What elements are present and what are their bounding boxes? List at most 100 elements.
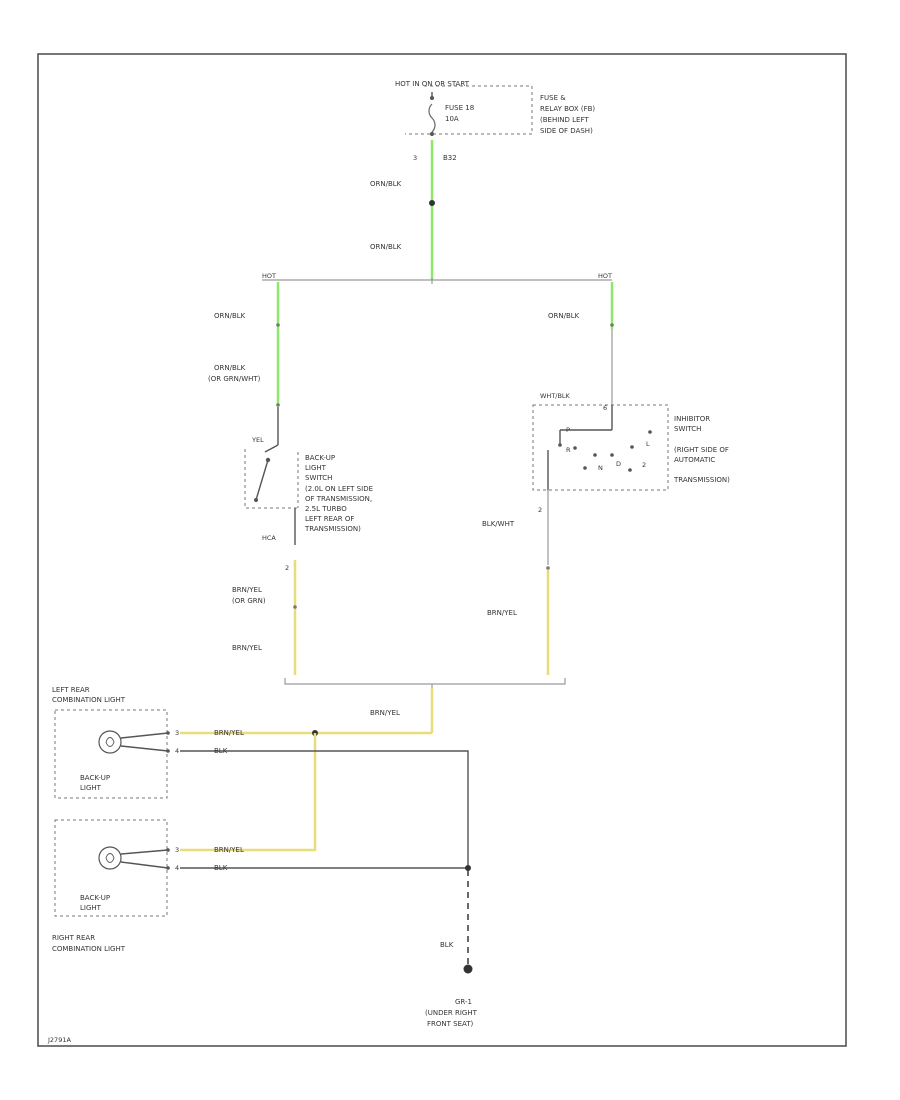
wire-label-brn-yel-left-lamp: BRN/YEL [214, 729, 244, 737]
right-bulb-lead-1 [120, 849, 169, 855]
switch-term-top-label: YEL [251, 436, 264, 444]
left-lamp-name-1: BACK-UP [80, 774, 110, 782]
fuse-box-label-1: FUSE & [540, 94, 566, 102]
inhibitor-pin-top-label: 6 [603, 404, 607, 412]
wire-label-blk-right: BLK [214, 864, 228, 872]
wire-label-blk-ground: BLK [440, 941, 454, 949]
backup-switch-label-6: 2.5L TURBO [305, 505, 347, 513]
wire-label-orn-blk-2: ORN/BLK [370, 243, 402, 251]
left-term-2 [166, 749, 170, 753]
left-bulb-lead-2 [120, 745, 169, 752]
wire-label-brn-yel-left-1: BRN/YEL [232, 586, 262, 594]
inhibitor-label-4: AUTOMATIC [674, 456, 715, 464]
backup-switch-label-4: (2.0L ON LEFT SIDE [305, 485, 373, 493]
figure-id-label: J2791A [47, 1036, 71, 1044]
inhibitor-label-2: SWITCH [674, 425, 701, 433]
right-term-2 [166, 866, 170, 870]
fuse-box-label-3: (BEHIND LEFT [540, 116, 589, 124]
connector-b32-label: B32 [443, 154, 457, 162]
ground-location-1: (UNDER RIGHT [425, 1009, 478, 1017]
left-bulb-lead-1 [120, 732, 169, 739]
ground-gr1-icon [463, 964, 473, 974]
diagram-frame [37, 53, 847, 1047]
splice-pin-label: 3 [413, 154, 417, 162]
right-rear-lamp-housing [54, 819, 168, 917]
connector-pin-right-1 [610, 323, 614, 327]
fuse-box-outline [405, 85, 533, 135]
right-pin-2: 4 [175, 864, 179, 872]
wire-label-brn-yel-left-2: BRN/YEL [232, 644, 262, 652]
wire-label-orn-blk-left-1: ORN/BLK [214, 312, 246, 320]
inhibitor-label-3: (RIGHT SIDE OF [674, 446, 729, 454]
inhibitor-pos-2: 2 [642, 461, 646, 469]
right-rear-title-1: RIGHT REAR [52, 934, 95, 942]
wire-label-blk-wht: BLK/WHT [482, 520, 515, 528]
fuse-terminal-bottom [430, 132, 434, 136]
hot-left-label: HOT [262, 272, 276, 280]
left-rear-title-1: LEFT REAR [52, 686, 90, 694]
inhibitor-pos-r: R [566, 446, 571, 454]
wire-label-blk-left: BLK [214, 747, 228, 755]
inhibitor-label-1: INHIBITOR [674, 415, 710, 423]
backup-switch-label-2: LIGHT [305, 464, 327, 472]
right-lamp-name-2: LIGHT [80, 904, 102, 912]
fuse-box-label-2: RELAY BOX (FB) [540, 105, 595, 113]
hot-right-label: HOT [598, 272, 612, 280]
right-bulb-lead-2 [120, 861, 169, 869]
left-pin-2: 4 [175, 747, 179, 755]
backup-light-switch [244, 407, 299, 509]
ground-id-label: GR-1 [455, 998, 472, 1006]
merge-bracket [284, 678, 566, 685]
wire-label-brn-yel-right-lamp: BRN/YEL [214, 846, 244, 854]
connector-pin-left-1 [276, 323, 280, 327]
wire-label-orn-blk-1: ORN/BLK [370, 180, 402, 188]
hot-in-on-or-start-label: HOT IN ON OR START [395, 80, 470, 88]
wire-label-brn-yel-merged: BRN/YEL [370, 709, 400, 717]
left-lamp-name-2: LIGHT [80, 784, 102, 792]
fuse-terminal-top [430, 96, 434, 100]
connector-pin-right-2 [546, 566, 550, 570]
backup-switch-label-1: BACK-UP [305, 454, 335, 462]
fuse-rating-label: 10A [445, 115, 459, 123]
switch-term-bottom-label: HCA [262, 534, 276, 542]
fuse-box-label-4: SIDE OF DASH) [540, 127, 593, 135]
right-term-1 [166, 848, 170, 852]
fuse-number-label: FUSE 18 [445, 104, 474, 112]
left-backup-bulb-icon [98, 730, 122, 754]
right-backup-bulb-icon [98, 846, 122, 870]
wht-blk-label: WHT/BLK [540, 392, 571, 400]
inhibitor-pos-d: D [616, 460, 621, 468]
left-rear-title-2: COMBINATION LIGHT [52, 696, 126, 704]
right-lamp-name-1: BACK-UP [80, 894, 110, 902]
fuse-icon [428, 103, 436, 133]
switch-pin-label: 2 [285, 564, 289, 572]
backup-switch-label-5: OF TRANSMISSION, [305, 495, 372, 503]
left-term-1 [166, 731, 170, 735]
splice-point [429, 200, 435, 206]
inhibitor-pos-n: N [598, 464, 603, 472]
wire-label-orn-blk-right: ORN/BLK [548, 312, 580, 320]
inhibitor-pin-bottom-label: 2 [538, 506, 542, 514]
ground-splice [465, 865, 471, 871]
left-pin-1: 3 [175, 729, 179, 737]
backup-switch-label-3: SWITCH [305, 474, 332, 482]
connector-pin-left-2 [276, 403, 280, 407]
inhibitor-pos-p: P [566, 426, 570, 434]
wire-brn-yel-to-right-lamp [180, 733, 317, 852]
wire-label-grn-wht-alt: (OR GRN/WHT) [208, 375, 261, 383]
ground-location-2: FRONT SEAT) [427, 1020, 474, 1028]
wire-label-or-grn: (OR GRN) [232, 597, 266, 605]
wire-label-orn-blk-left-2: ORN/BLK [214, 364, 246, 372]
inhibitor-label-5: TRANSMISSION) [673, 476, 730, 484]
backup-switch-label-8: TRANSMISSION) [304, 525, 361, 533]
backup-switch-label-7: LEFT REAR OF [305, 515, 354, 523]
fuse-18 [428, 92, 436, 136]
right-pin-1: 3 [175, 846, 179, 854]
right-rear-title-2: COMBINATION LIGHT [52, 945, 126, 953]
wire-blk-left-lamp [180, 750, 469, 868]
wire-label-brn-yel-right: BRN/YEL [487, 609, 517, 617]
inhibitor-switch [532, 404, 669, 491]
inhibitor-pos-l: L [646, 440, 650, 448]
connector-pin-left-3 [293, 605, 297, 609]
